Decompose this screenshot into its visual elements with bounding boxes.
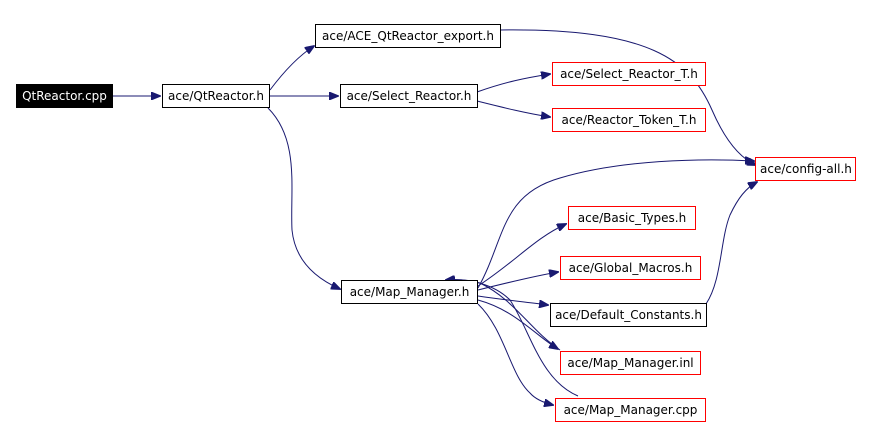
node-reactor-token-t-h[interactable]: ace/Reactor_Token_T.h [552,108,706,132]
node-map-manager-inl[interactable]: ace/Map_Manager.inl [560,351,701,375]
node-qtreactor-cpp[interactable]: QtReactor.cpp [16,84,113,108]
node-map-manager-h[interactable]: ace/Map_Manager.h [341,280,478,304]
edge-map-manager-h-to-basic-types-h [477,224,566,287]
edge-qtreactor-h-to-map-manager-h [267,107,340,289]
edge-map-manager-h-to-config-all-h [477,160,754,289]
edge-map-manager-h-to-default-constants-h [477,295,548,305]
edge-map-manager-h-to-global-macros-h [477,272,558,291]
edge-select-reactor-h-to-reactor-token-t-h [476,100,550,117]
node-map-manager-cpp[interactable]: ace/Map_Manager.cpp [555,398,706,422]
edge-qtreactor-h-to-export-h [269,46,314,91]
node-qtreactor-h[interactable]: ace/QtReactor.h [162,84,270,108]
node-basic-types-h[interactable]: ace/Basic_Types.h [568,206,696,230]
edge-default-constants-h-to-config-all-h [705,182,757,305]
node-select-reactor-h[interactable]: ace/Select_Reactor.h [340,84,478,108]
node-config-all-h[interactable]: ace/config-all.h [755,157,856,181]
node-default-constants-h[interactable]: ace/Default_Constants.h [550,303,707,327]
edge-map-manager-h-to-map-manager-cpp [477,303,553,405]
edge-map-manager-h-to-map-manager-inl [477,299,558,349]
edge-select-reactor-h-to-select-reactor-t-h [476,74,550,93]
node-global-macros-h[interactable]: ace/Global_Macros.h [560,256,701,280]
node-select-reactor-t-h[interactable]: ace/Select_Reactor_T.h [552,62,706,86]
edge-export-h-to-config-all-h [499,29,756,165]
node-ace-qtreactor-export-h[interactable]: ace/ACE_QtReactor_export.h [315,24,501,48]
